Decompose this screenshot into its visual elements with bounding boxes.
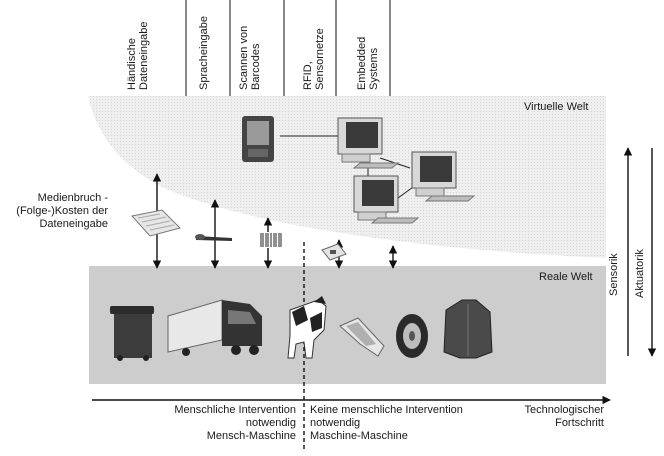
human-intervention-label: Menschliche Intervention notwendig Mensc… [174, 404, 296, 442]
keyboard-icon [131, 209, 181, 237]
tire-icon [396, 314, 428, 358]
sensorik-label: Sensorik [608, 253, 620, 296]
waste-bin-icon [110, 306, 154, 361]
computer-icon [353, 175, 420, 224]
media-break-label: Medienbruch - (Folge-)Kosten der Datenei… [16, 192, 108, 230]
column-header-voice-input: Spracheingabe [198, 15, 210, 90]
virtual-world-label: Virtuelle Welt [524, 101, 589, 113]
column-header-manual-input: Händische Dateneingabe [126, 21, 150, 90]
microphone-icon [195, 234, 232, 241]
truck-icon [167, 299, 262, 356]
barcode-icon [259, 232, 283, 248]
no-human-intervention-label: Keine menschliche Intervention notwendig… [310, 404, 463, 442]
column-header-embedded: Embedded Systems [356, 36, 380, 90]
aktuatorik-label: Aktuatorik [634, 249, 646, 298]
column-separators [185, 0, 391, 96]
column-header-rfid: RFID, Sensornetze [302, 28, 326, 90]
rfid-tag-icon [321, 243, 347, 261]
jacket-icon [443, 299, 493, 359]
computer-icon [411, 151, 476, 202]
technological-progress-label: Technologischer Fortschritt [524, 404, 605, 429]
real-world-label: Reale Welt [539, 271, 593, 283]
cow-icon [287, 296, 327, 359]
column-header-barcode: Scannen von Barcodes [238, 25, 262, 90]
computer-icon [337, 117, 400, 169]
virtual-world-region [88, 96, 606, 258]
pda-icon [242, 116, 274, 162]
meat-package-icon [339, 317, 385, 357]
